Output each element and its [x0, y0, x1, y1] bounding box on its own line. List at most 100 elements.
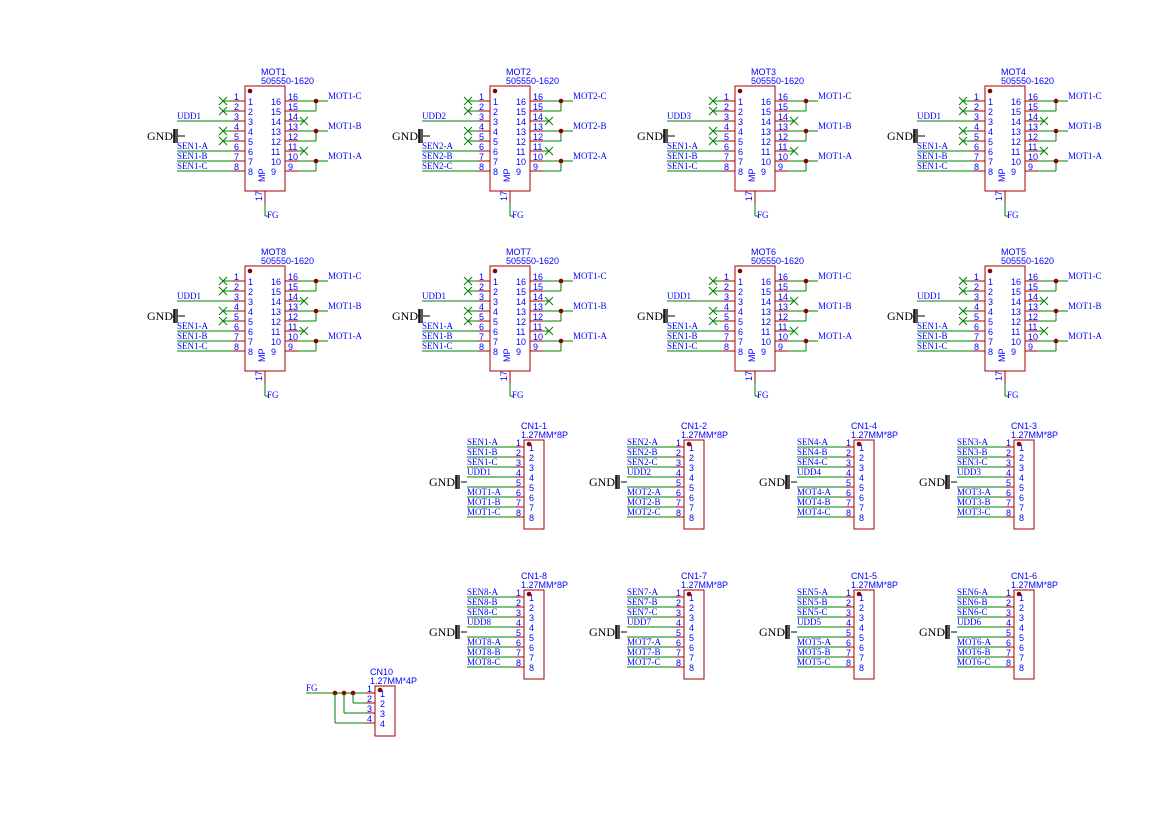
- pin-number-inner: 1: [988, 277, 993, 287]
- ground-bar: [786, 475, 790, 489]
- mot-net-label: MOT1-A: [1068, 151, 1102, 161]
- sen-net-label: SEN1-A: [177, 141, 208, 151]
- connector-value: 1.27MM*8P: [521, 580, 568, 590]
- pin-number-inner: 4: [988, 127, 993, 137]
- no-connect-mark: [218, 136, 228, 146]
- junction-dot: [492, 88, 498, 94]
- pin-number-outer: 3: [234, 112, 239, 122]
- pin-number-inner: 11: [761, 327, 770, 337]
- mot-net-label: MOT1-A: [818, 331, 852, 341]
- pin-number-inner: 5: [493, 317, 498, 327]
- connector-net-label: MOT6-A: [957, 637, 991, 647]
- pin-number-inner: 11: [271, 147, 280, 157]
- no-connect-mark: [958, 286, 968, 296]
- pin-number-inner: 3: [493, 297, 498, 307]
- connector-body: [1013, 439, 1035, 530]
- pin-number-outer: 10: [1028, 332, 1038, 342]
- connector-value: 1.27MM*8P: [681, 580, 728, 590]
- pin-number-outer: 8: [724, 162, 729, 172]
- connector-net-label: MOT8-B: [467, 647, 501, 657]
- pin-number-inner: 7: [859, 503, 864, 513]
- pin-number-inner: 9: [1011, 167, 1016, 177]
- pin-number-outer: 1: [1006, 588, 1011, 598]
- ground-symbol: GND: [637, 129, 675, 143]
- pin-number-inner: 5: [248, 317, 253, 327]
- fg-net-label: FG: [267, 390, 279, 400]
- pin-number-outer: 3: [1006, 458, 1011, 468]
- connector-net-label: SEN6-B: [957, 597, 988, 607]
- pin-number-inner: 6: [529, 493, 534, 503]
- pin-number-inner: 4: [380, 719, 385, 729]
- no-connect-mark: [708, 306, 718, 316]
- pin-number-inner: 5: [1019, 483, 1024, 493]
- motor-value: 505550-1620: [506, 256, 559, 266]
- pin-number-inner: 4: [493, 127, 498, 137]
- connector-value: 1.27MM*8P: [1011, 580, 1058, 590]
- no-connect-mark: [218, 306, 228, 316]
- no-connect-mark: [958, 96, 968, 106]
- pin-number-outer: 7: [676, 498, 681, 508]
- pin-number-inner: 13: [516, 127, 526, 137]
- pin-number-outer: 16: [288, 272, 298, 282]
- pin-number-outer: 11: [288, 142, 297, 152]
- pin-number-outer: 4: [724, 302, 729, 312]
- no-connect-mark: [218, 96, 228, 106]
- pin-number-outer: 5: [974, 312, 979, 322]
- junction-dot: [313, 278, 319, 284]
- connector-ref: CN1-7: [681, 571, 707, 581]
- pin-number-inner: 4: [859, 473, 864, 483]
- pin-number-inner: 4: [689, 623, 694, 633]
- pin-number-outer: 11: [288, 322, 297, 332]
- pin-number-inner: 5: [988, 137, 993, 147]
- pin-number-outer: 8: [724, 342, 729, 352]
- pin-number-outer: 1: [479, 92, 484, 102]
- pin-number-outer: 14: [778, 112, 788, 122]
- connector-net-label: SEN2-C: [627, 457, 658, 467]
- pin-number-inner: 8: [529, 663, 534, 673]
- pin-number-inner: 7: [1019, 653, 1024, 663]
- pin-number-inner: 9: [271, 167, 276, 177]
- connector-net-label: MOT8-C: [467, 657, 501, 667]
- ground-label: GND: [429, 625, 455, 639]
- pin-number-inner: 13: [1011, 127, 1021, 137]
- sen-net-label: SEN1-A: [917, 321, 948, 331]
- pin-number-inner: 4: [529, 473, 534, 483]
- pin-number-outer: 15: [1028, 102, 1038, 112]
- ground-label: GND: [429, 475, 455, 489]
- pin-number-inner: 11: [1011, 147, 1020, 157]
- pin-number-outer: 5: [234, 312, 239, 322]
- pin-number-inner: 5: [859, 483, 864, 493]
- motor-ref: MOT1: [261, 67, 286, 77]
- pin-number-outer: 6: [846, 638, 851, 648]
- pin-number-inner: 10: [761, 337, 771, 347]
- mot-net-label: MOT1-A: [573, 331, 607, 341]
- pin-number-outer: 11: [778, 142, 787, 152]
- connector-ref: CN1-5: [851, 571, 877, 581]
- connector-ref: CN1-8: [521, 571, 547, 581]
- pin-number-outer: 10: [1028, 152, 1038, 162]
- pin-number-inner: 4: [738, 307, 743, 317]
- junction-dot: [377, 687, 383, 693]
- pin-number-outer: 5: [479, 312, 484, 322]
- pin-number-inner: 1: [689, 593, 694, 603]
- pin-number-outer: 7: [479, 152, 484, 162]
- pin-number-outer: 16: [533, 92, 543, 102]
- pin-number-inner: 12: [1011, 317, 1021, 327]
- motor-ref: MOT2: [506, 67, 531, 77]
- pin-number-outer: 6: [974, 322, 979, 332]
- pin-number-inner: 5: [859, 633, 864, 643]
- pin-number-outer: 2: [676, 448, 681, 458]
- pin-number-outer: 5: [676, 628, 681, 638]
- pin-number-outer: 10: [533, 152, 543, 162]
- ground-bar: [419, 309, 423, 323]
- junction-dot: [526, 441, 532, 447]
- fg-net-label: FG: [757, 390, 769, 400]
- sen-net-label: SEN2-A: [422, 141, 453, 151]
- connector-net-label: SEN8-B: [467, 597, 498, 607]
- pin-number-outer: 12: [778, 132, 788, 142]
- pin-number-inner: 2: [988, 287, 993, 297]
- pin-number-inner: 3: [493, 117, 498, 127]
- connector-net-label: SEN2-A: [627, 437, 658, 447]
